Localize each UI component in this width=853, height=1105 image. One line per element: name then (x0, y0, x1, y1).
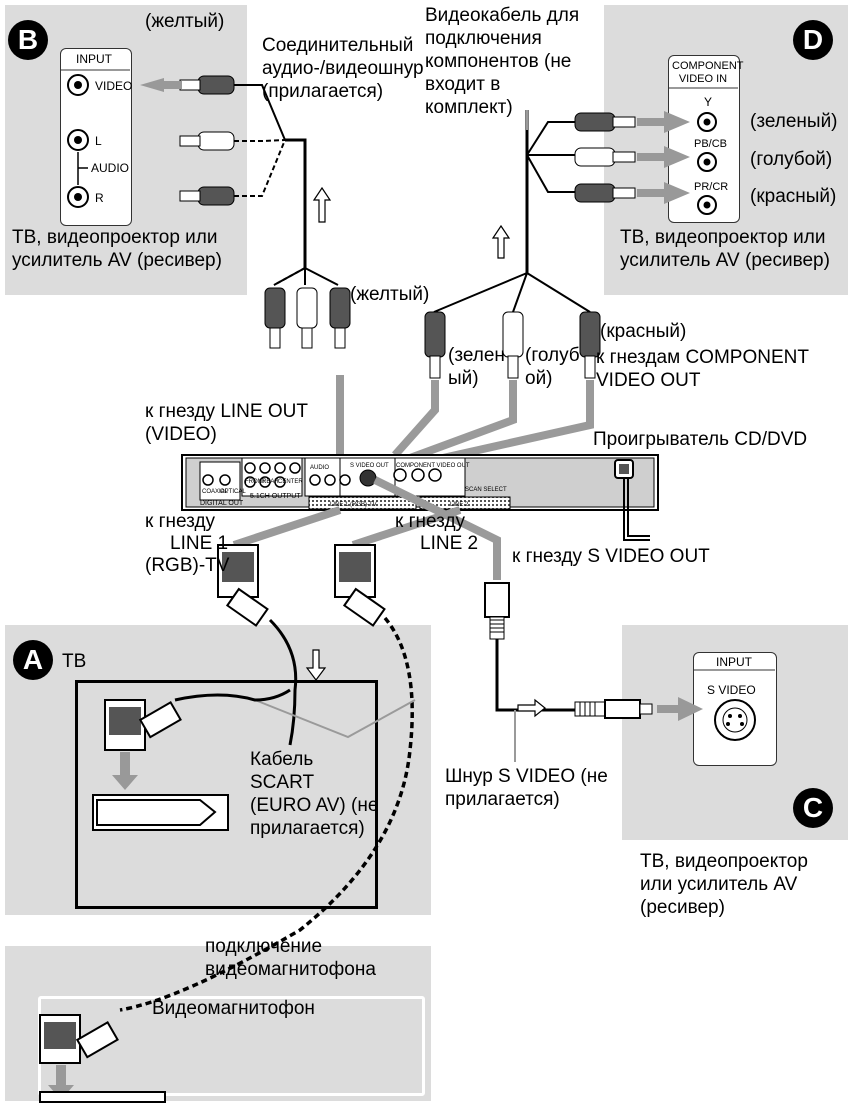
tv-scart-plug (104, 699, 182, 751)
svideo-out-label: к гнезду S VIDEO OUT (512, 546, 710, 567)
panel-b-audio-l-label: L (95, 134, 102, 148)
rear-digital-out: DIGITAL OUT (200, 500, 244, 507)
rear-channel-output: 5.1CH OUTPUT (250, 493, 301, 500)
rear-rear: REAR (262, 479, 279, 485)
panel-a-title: ТВ (62, 651, 87, 672)
rear-front: FRONT (245, 479, 266, 485)
panel-b-video-jack-label: VIDEO (95, 79, 133, 93)
rear-s-video-out: S VIDEO OUT (350, 463, 389, 469)
panel-d-device-label: ТВ, видеопроектор или усилитель AV (реси… (620, 227, 830, 271)
scart-plug-line1 (217, 544, 269, 627)
panel-d-red-note: (красный) (750, 186, 837, 207)
panel-b-video-plug (179, 75, 235, 95)
badge-c: C (793, 788, 833, 828)
panel-b-audio-label: AUDIO (91, 161, 130, 175)
panel-c-device-label: ТВ, видеопроектор или усилитель AV (реси… (640, 851, 808, 918)
svideo-cord-label: Шнур S VIDEO (не прилагается) (445, 766, 608, 810)
rear-optical: OPTICAL (220, 489, 246, 495)
yellow-plug-label: (желтый) (350, 284, 430, 305)
svideo-plug (484, 582, 510, 640)
green-plug-label: (зелен ый) (448, 345, 505, 389)
vcr-scart-plug (39, 1014, 119, 1064)
panel-b-audio-r-jack (67, 186, 89, 208)
panel-d-arrows (637, 111, 690, 204)
dvd-player (181, 454, 659, 511)
rear-line1-rgb-tv: LINE 1 (RGB)-TV (330, 502, 377, 508)
red-plug-label: (красный) (600, 321, 687, 342)
badge-b: B (8, 20, 48, 60)
component-out-label: к гнездам COMPONENT VIDEO OUT (596, 347, 809, 391)
scart-cable-label: Кабель SCART (EURO AV) (не прилагается) (250, 749, 379, 839)
panel-b-input-header: INPUT (76, 52, 112, 66)
svideo-plug-right (574, 699, 653, 719)
component-plugs-top (574, 112, 636, 203)
panel-b-audio-r-plug (179, 186, 235, 206)
panel-d-green-note: (зеленый) (750, 111, 838, 132)
rear-line2: LINE 2 (450, 502, 469, 508)
line1-label-b: LINE 1 (170, 533, 229, 554)
vcr-title: Видеомагнитофон (152, 998, 315, 1019)
vcr-scart-socket (39, 1091, 166, 1103)
line2-label-a: к гнезду (395, 511, 466, 532)
panel-d-pr-label: PR/CR (694, 181, 729, 193)
vcr-connect-label: подключение видеомагнитофона (205, 936, 376, 980)
rear-component-video-out: COMPONENT VIDEO OUT (396, 463, 470, 469)
panel-c-arrow-icon (678, 697, 703, 721)
panel-c-input-header: INPUT (716, 655, 752, 669)
rear-scan-select: SCAN SELECT (465, 487, 507, 493)
panel-b-audio-l-jack (67, 129, 89, 151)
badge-d: D (793, 20, 833, 60)
panel-b-device-label: ТВ, видеопроектор или усилитель AV (реси… (12, 227, 222, 271)
component-plugs-bottom (424, 311, 601, 379)
panel-d-header: COMPONENT VIDEO IN (672, 60, 744, 85)
rear-center: CENTER (278, 479, 303, 485)
panel-d-jacks (697, 112, 717, 215)
panel-c-svideo-label: S VIDEO (707, 683, 756, 697)
line2-label-b: LINE 2 (420, 533, 479, 554)
player-label: Проигрыватель CD/DVD (593, 429, 808, 450)
av-cord-label: Соединительный аудио-/видеошнур (прилага… (262, 35, 424, 102)
line-out-label: к гнезду LINE OUT (VIDEO) (145, 401, 308, 445)
line1-label-a: к гнезду (145, 511, 216, 532)
rear-audio: AUDIO (310, 465, 330, 471)
panel-b-arrow-icon (140, 78, 164, 92)
av-plugs (264, 287, 351, 349)
panel-c-svideo-jack (714, 699, 756, 741)
panel-d-y-label: Y (704, 95, 713, 109)
panel-b-yellow-note: (желтый) (145, 11, 225, 32)
badge-a: A (13, 640, 53, 680)
tv-scart-socket (92, 794, 229, 831)
panel-d-pb-label: PB/CB (694, 138, 728, 150)
panel-d-blue-note: (голубой) (750, 149, 833, 170)
scart-plug-line2 (334, 544, 386, 627)
panel-b-video-jack (67, 74, 89, 96)
panel-b-audio-r-label: R (95, 191, 104, 205)
line1-label-c: (RGB)-TV (145, 555, 230, 576)
blue-plug-label: (голуб ой) (525, 345, 580, 389)
panel-b-audio-l-plug (179, 131, 235, 151)
rear-coaxial: COAXIAL (202, 489, 229, 495)
component-cable-label: Видеокабель для подключения компонентов … (425, 5, 580, 118)
